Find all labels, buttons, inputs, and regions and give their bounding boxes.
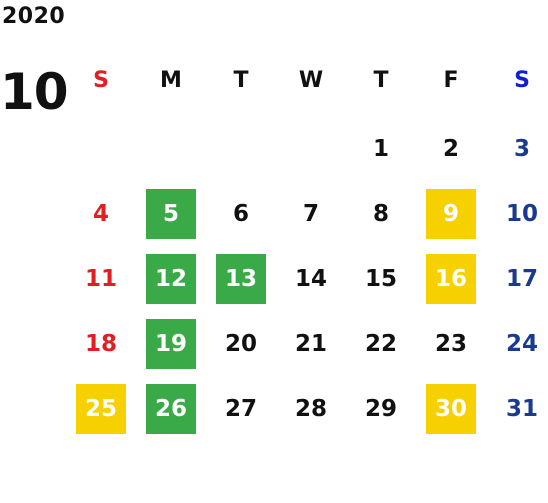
day-cell-29: 29 (364, 396, 397, 422)
day-cell-24: 24 (505, 331, 538, 357)
weekday-header-friday: F (443, 67, 459, 93)
weekday-header-thursday: T (373, 67, 389, 93)
year-label: 2020 (2, 4, 66, 29)
day-cell-9: 9 (426, 189, 476, 239)
day-cell-22: 22 (364, 331, 397, 357)
day-cell-11: 11 (84, 266, 117, 292)
day-cell-19: 19 (146, 319, 196, 369)
day-cell-26: 26 (146, 384, 196, 434)
weekday-header-monday: M (160, 67, 182, 93)
day-cell-18: 18 (84, 331, 117, 357)
weekday-header-tuesday: T (233, 67, 249, 93)
day-cell-12: 12 (146, 254, 196, 304)
day-cell-31: 31 (505, 396, 538, 422)
weekday-header-wednesday: W (298, 67, 324, 93)
day-cell-20: 20 (224, 331, 257, 357)
day-cell-8: 8 (372, 201, 389, 227)
day-cell-1: 1 (372, 136, 389, 162)
day-cell-3: 3 (513, 136, 530, 162)
day-cell-27: 27 (224, 396, 257, 422)
day-cell-5: 5 (146, 189, 196, 239)
day-cell-4: 4 (92, 201, 109, 227)
day-cell-15: 15 (364, 266, 397, 292)
day-cell-14: 14 (294, 266, 327, 292)
day-cell-30: 30 (426, 384, 476, 434)
month-number: 10 (0, 63, 69, 121)
day-cell-23: 23 (434, 331, 467, 357)
day-cell-7: 7 (302, 201, 319, 227)
day-cell-16: 16 (426, 254, 476, 304)
weekday-header-saturday: S (514, 67, 530, 93)
day-cell-25: 25 (76, 384, 126, 434)
day-cell-10: 10 (505, 201, 538, 227)
weekday-header-sunday: S (93, 67, 109, 93)
day-cell-17: 17 (505, 266, 538, 292)
day-cell-2: 2 (442, 136, 459, 162)
day-cell-28: 28 (294, 396, 327, 422)
day-cell-13: 13 (216, 254, 266, 304)
day-cell-6: 6 (232, 201, 249, 227)
day-cell-21: 21 (294, 331, 327, 357)
